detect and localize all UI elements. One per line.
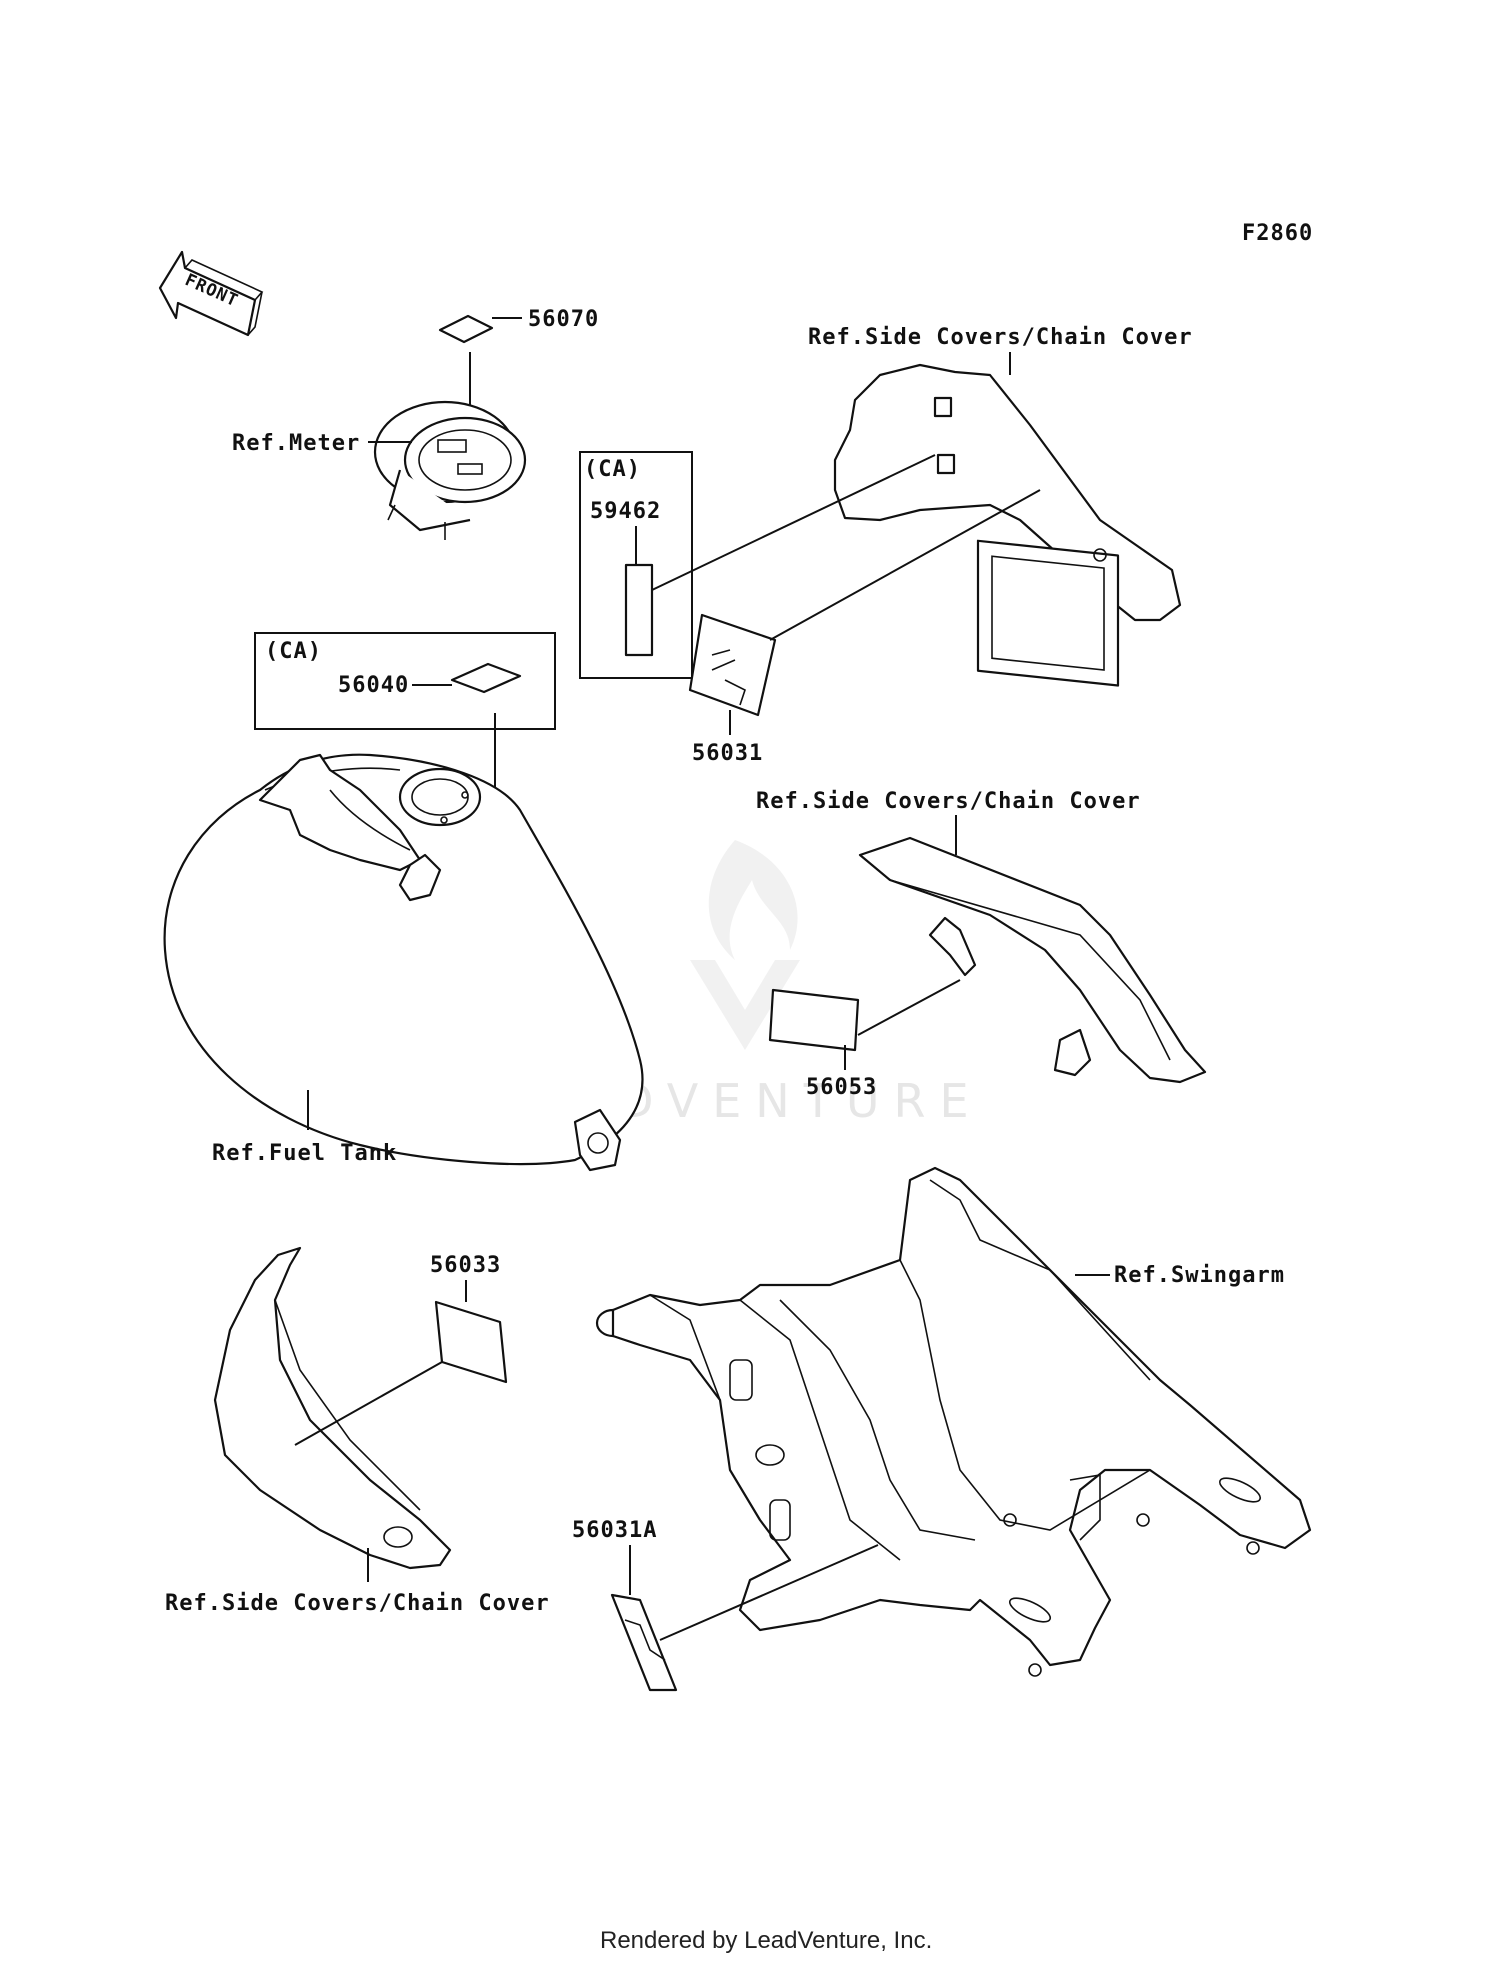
part-56031: 56031 xyxy=(692,741,763,766)
ca-region-label-2: (CA) xyxy=(265,639,322,664)
figure-code: F2860 xyxy=(1242,221,1313,246)
fuel-tank xyxy=(163,753,644,1172)
decal-56031a xyxy=(610,1593,678,1692)
ref-side-covers-top-label: Ref.Side Covers/Chain Cover xyxy=(808,325,1193,350)
meter-assembly xyxy=(373,400,527,540)
part-56040: 56040 xyxy=(338,673,409,698)
side-cover-bottom-left xyxy=(213,1246,452,1570)
part-56070: 56070 xyxy=(528,307,599,332)
ca-region-label-1: (CA) xyxy=(584,457,641,482)
side-cover-top xyxy=(833,363,1182,687)
part-59462: 59462 xyxy=(590,499,661,524)
footer-credit: Rendered by LeadVenture, Inc. xyxy=(600,1927,932,1954)
swingarm xyxy=(595,1166,1312,1677)
meter-label-decal xyxy=(438,314,494,344)
part-56033: 56033 xyxy=(430,1253,501,1278)
part-56053: 56053 xyxy=(806,1075,877,1100)
ca-region-box-59462 xyxy=(579,451,693,679)
front-arrow-icon xyxy=(158,250,264,337)
ref-meter-label: Ref.Meter xyxy=(232,431,360,456)
decal-56033 xyxy=(434,1300,508,1384)
decal-56053 xyxy=(768,988,860,1052)
decal-59462 xyxy=(624,563,654,657)
part-56031a: 56031A xyxy=(572,1518,657,1543)
decal-56040 xyxy=(450,662,522,694)
ca-region-box-56040 xyxy=(254,632,556,730)
chain-cover-mid xyxy=(858,836,1207,1084)
decal-56031 xyxy=(688,613,777,717)
ref-fuel-tank-label: Ref.Fuel Tank xyxy=(212,1141,397,1166)
ref-swingarm-label: Ref.Swingarm xyxy=(1114,1263,1285,1288)
watermark-logo xyxy=(690,840,800,1050)
ref-side-covers-bottom-label: Ref.Side Covers/Chain Cover xyxy=(165,1591,550,1616)
ref-side-covers-mid-label: Ref.Side Covers/Chain Cover xyxy=(756,789,1141,814)
